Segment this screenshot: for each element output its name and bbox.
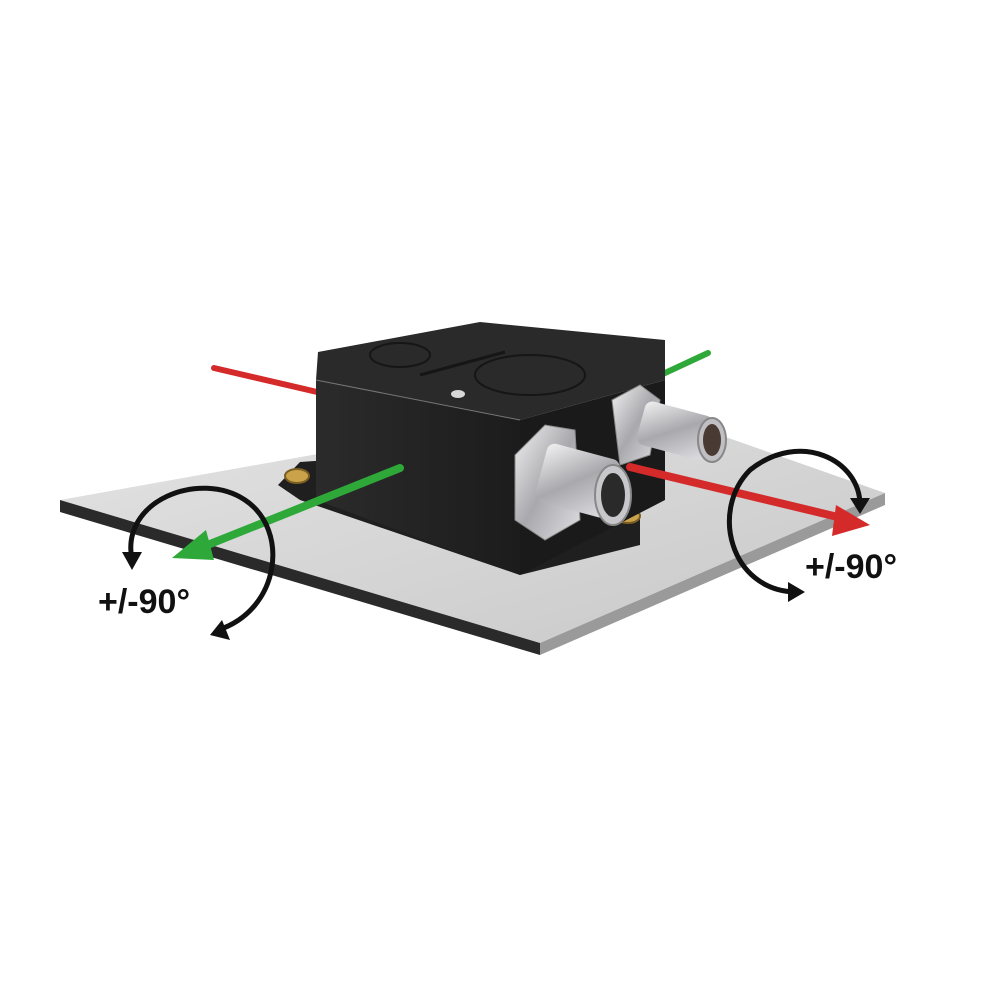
rotation-arrow-left-icon [122, 485, 276, 640]
angle-label-left: +/-90° [98, 583, 190, 621]
x-axis-rear [211, 365, 333, 398]
angle-label-right: +/-90° [805, 548, 897, 586]
rotation-arrow-right-icon [726, 448, 870, 602]
mount-bushing-left [284, 468, 310, 484]
led-indicator [451, 390, 465, 398]
y-axis-arrow [172, 464, 404, 560]
m12-connector-front [514, 424, 632, 541]
m12-connector-rear [611, 384, 727, 466]
logo-emboss [474, 354, 586, 396]
